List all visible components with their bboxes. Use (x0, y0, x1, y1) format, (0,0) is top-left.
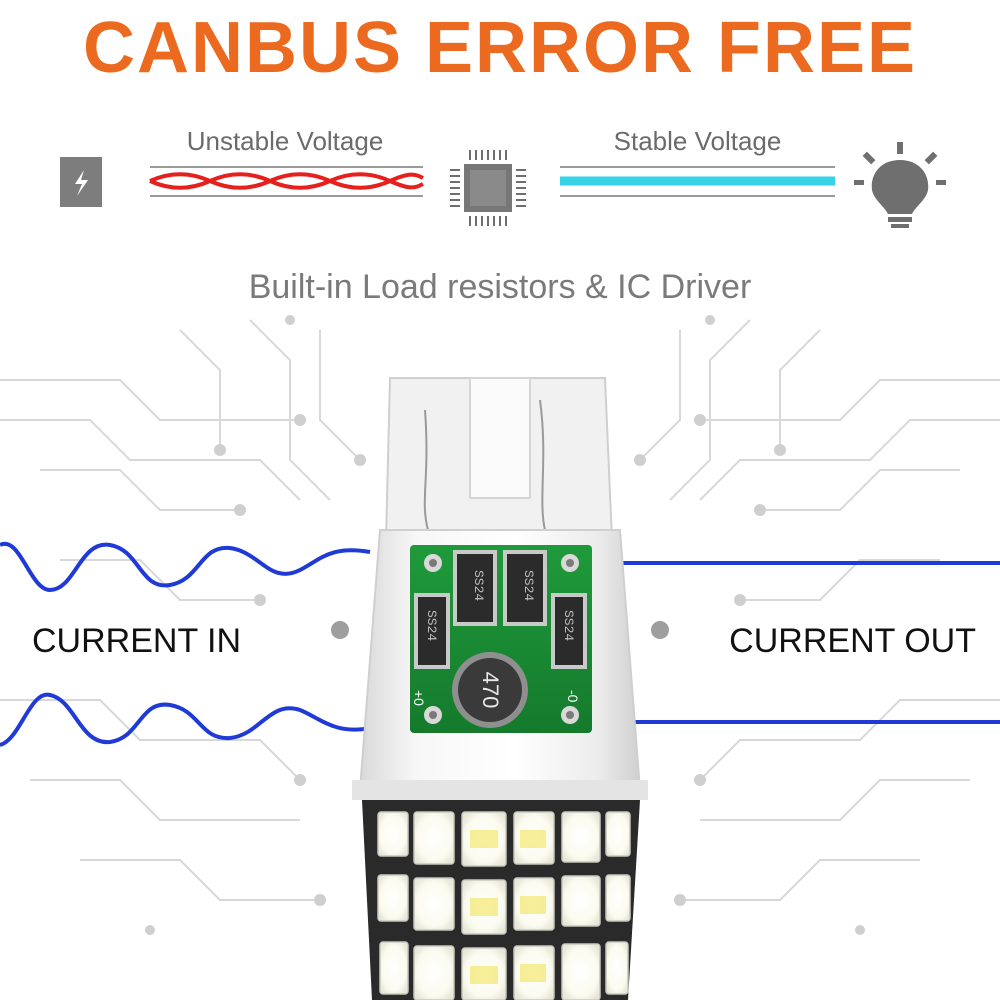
minus-terminal-label: -0 (565, 690, 581, 703)
circuit-background (0, 319, 1000, 901)
unstable-voltage-label: Unstable Voltage (186, 126, 384, 156)
light-bulb-icon (854, 142, 946, 228)
headline: CANBUS ERROR FREE (82, 8, 918, 88)
resistor-label: SS24 (424, 610, 439, 641)
resistor-label: SS24 (561, 610, 576, 641)
current-out-wave (610, 561, 1000, 724)
stable-voltage-wire (560, 166, 835, 197)
lightning-icon (60, 157, 102, 207)
current-out-label: CURRENT OUT (729, 622, 976, 660)
current-in-wave (0, 541, 371, 747)
resistor-label: SS24 (521, 570, 536, 601)
resistor-label: SS24 (471, 570, 486, 601)
current-in-label: CURRENT IN (32, 622, 242, 660)
stable-voltage-label: Stable Voltage (613, 126, 782, 156)
led-array (362, 800, 640, 1000)
inductor-label: 470 (478, 672, 503, 709)
chip-icon (450, 150, 526, 226)
housing-rim (352, 780, 648, 800)
unstable-voltage-wire (149, 166, 424, 197)
bulb-base (384, 377, 614, 541)
plus-terminal-label: +0 (411, 690, 427, 706)
subtitle: Built-in Load resistors & IC Driver (248, 268, 752, 306)
driver-board (410, 545, 592, 733)
circuit-pads (145, 315, 865, 935)
